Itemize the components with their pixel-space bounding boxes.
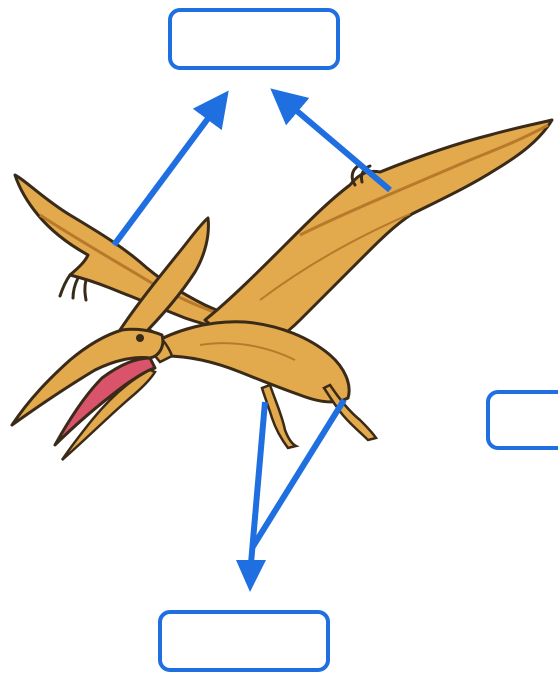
- arrowhead-down: [236, 560, 266, 592]
- arrow-right-leg-to-bottom: [249, 398, 347, 550]
- label-box-top[interactable]: [168, 8, 340, 70]
- head-crest: [118, 216, 210, 340]
- label-box-bottom[interactable]: [158, 610, 330, 672]
- label-box-right[interactable]: [486, 390, 558, 450]
- right-leg: [322, 383, 379, 442]
- arrow-left-leg-to-bottom: [247, 401, 268, 576]
- arrow-left-wing-to-top: [111, 90, 229, 247]
- eye-icon: [136, 334, 144, 342]
- left-wing-claw: [58, 273, 88, 302]
- right-wing: [203, 118, 554, 352]
- arrow-right-wing-to-top: [270, 88, 392, 193]
- right-wing-claw: [350, 164, 372, 187]
